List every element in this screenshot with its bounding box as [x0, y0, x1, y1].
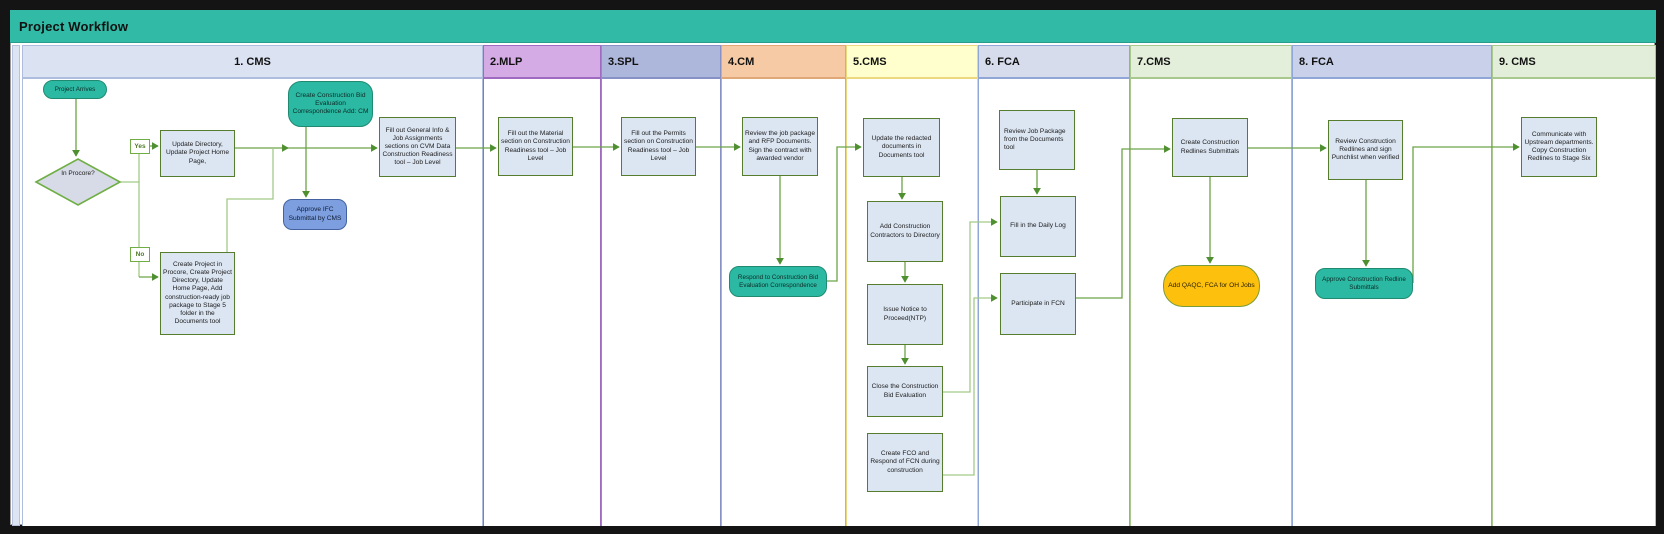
node-fill-material-section[interactable]: Fill out the Material section on Constru… — [498, 117, 573, 176]
node-project-arrives[interactable]: Project Arrives — [43, 80, 107, 99]
lane-header-9-cms: 9. CMS — [1492, 45, 1656, 79]
node-create-construction-redlines[interactable]: Create Construction Redlines Submittals — [1172, 118, 1248, 177]
swimlane-left-strip — [12, 45, 20, 526]
lane-header-5-cms: 5.CMS — [846, 45, 978, 79]
lane-header-6-fca: 6. FCA — [978, 45, 1130, 79]
node-close-bid-evaluation[interactable]: Close the Construction Bid Evaluation — [867, 366, 943, 417]
node-fill-permits-section[interactable]: Fill out the Permits section on Construc… — [621, 117, 696, 176]
node-in-procore-label[interactable]: In Procore? — [61, 170, 95, 177]
node-approve-redline-submittals[interactable]: Approve Construction Redline Submittals — [1315, 268, 1413, 299]
node-communicate-upstream[interactable]: Communicate with Upstream departments. C… — [1521, 117, 1597, 177]
node-add-qaqc-fca[interactable]: Add QAQC, FCA for OH Jobs — [1163, 265, 1260, 307]
connector — [943, 294, 998, 476]
lane-header-7-cms: 7.CMS — [1130, 45, 1292, 79]
lane-header-8-fca: 8. FCA — [1292, 45, 1492, 79]
diagram-title-bar: Project Workflow — [10, 10, 1656, 43]
lane-header-4-cm: 4.CM — [721, 45, 846, 79]
connector — [943, 218, 998, 393]
node-add-construction-contractors[interactable]: Add Construction Contractors to Director… — [867, 201, 943, 262]
decision-diamond[interactable] — [34, 158, 122, 206]
node-create-bid-evaluation-correspondence[interactable]: Create Construction Bid Evaluation Corre… — [288, 81, 373, 127]
connector — [827, 143, 862, 282]
node-update-redacted-documents[interactable]: Update the redacted documents in Documen… — [863, 118, 940, 177]
page-title: Project Workflow — [19, 18, 129, 34]
node-fill-daily-log[interactable]: Fill in the Daily Log — [1000, 196, 1076, 257]
lane-header-3-spl: 3.SPL — [601, 45, 721, 79]
node-approve-ifc-submittal[interactable]: Approve IFC Submittal by CMS — [283, 199, 347, 230]
branch-label-no[interactable]: No — [130, 247, 150, 262]
node-create-project[interactable]: Create Project in Procore, Create Projec… — [160, 252, 235, 335]
lane-header-1-cms: 1. CMS — [22, 45, 483, 79]
node-fill-general-info[interactable]: Fill out General Info & Job Assignments … — [379, 117, 456, 177]
node-participate-fcn[interactable]: Participate in FCN — [1000, 273, 1076, 335]
node-issue-ntp[interactable]: Issue Notice to Proceed(NTP) — [867, 284, 943, 345]
node-create-fco-respond-fcn[interactable]: Create FCO and Respond of FCN during con… — [867, 433, 943, 492]
node-review-construction-redlines[interactable]: Review Construction Redlines and sign Pu… — [1328, 120, 1403, 180]
node-review-job-package-rfp[interactable]: Review the job package and RFP Documents… — [742, 117, 818, 176]
connector — [1412, 143, 1520, 283]
connector — [1076, 145, 1171, 299]
node-respond-bid-evaluation[interactable]: Respond to Construction Bid Evaluation C… — [729, 266, 827, 297]
branch-label-yes[interactable]: Yes — [130, 139, 150, 154]
node-update-directory[interactable]: Update Directory, Update Project Home Pa… — [160, 130, 235, 177]
connector — [226, 149, 274, 252]
node-review-job-package[interactable]: Review Job Package from the Documents to… — [999, 110, 1075, 170]
lane-header-2-mlp: 2.MLP — [483, 45, 601, 79]
